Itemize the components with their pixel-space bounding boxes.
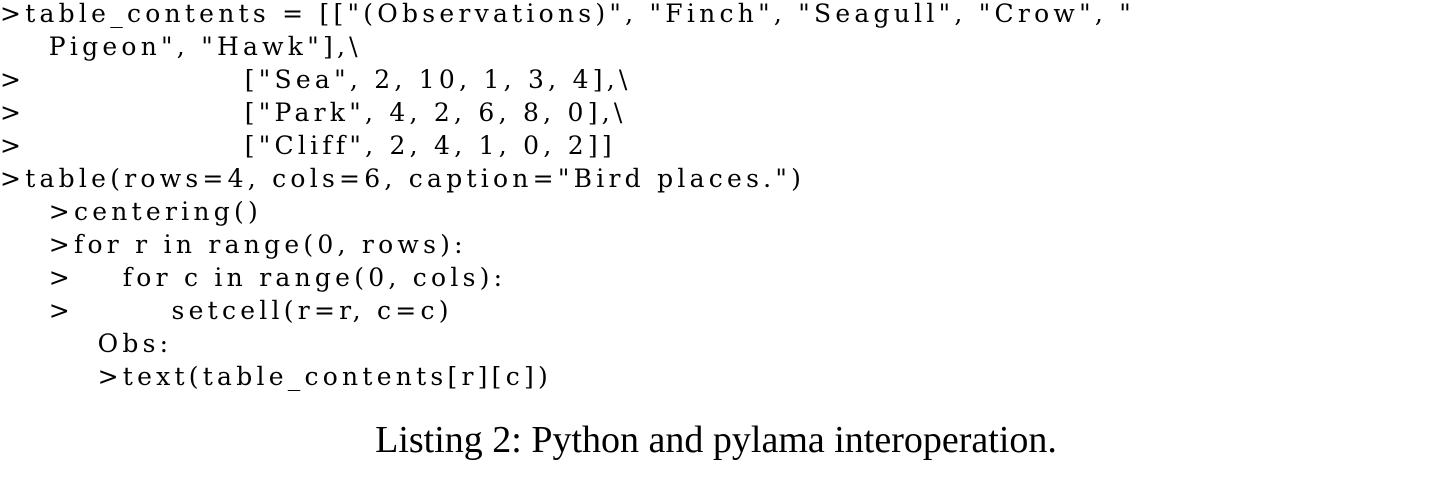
code-line-8: >for r in range(0, rows): — [0, 230, 467, 259]
code-line-4: > ["Park", 4, 2, 6, 8, 0],\ — [0, 98, 627, 127]
code-line-10: > setcell(r=r, c=c) — [0, 296, 453, 325]
listing-caption: Listing 2: Python and pylama interoperat… — [375, 419, 1057, 461]
code-line-12: >text(table_contents[r][c]) — [0, 362, 552, 391]
code-line-1: >table_contents = [["(Observations)", "F… — [0, 0, 1135, 28]
code-line-9: > for c in range(0, cols): — [0, 263, 507, 292]
code-line-2: Pigeon", "Hawk"],\ — [0, 32, 362, 61]
code-line-7: >centering() — [0, 197, 263, 226]
code-line-3: > ["Sea", 2, 10, 1, 3, 4],\ — [0, 65, 632, 94]
code-line-6: >table(rows=4, cols=6, caption="Bird pla… — [0, 164, 806, 193]
code-line-5: > ["Cliff", 2, 4, 1, 0, 2]] — [0, 131, 616, 160]
code-line-11: Obs: — [0, 329, 173, 358]
